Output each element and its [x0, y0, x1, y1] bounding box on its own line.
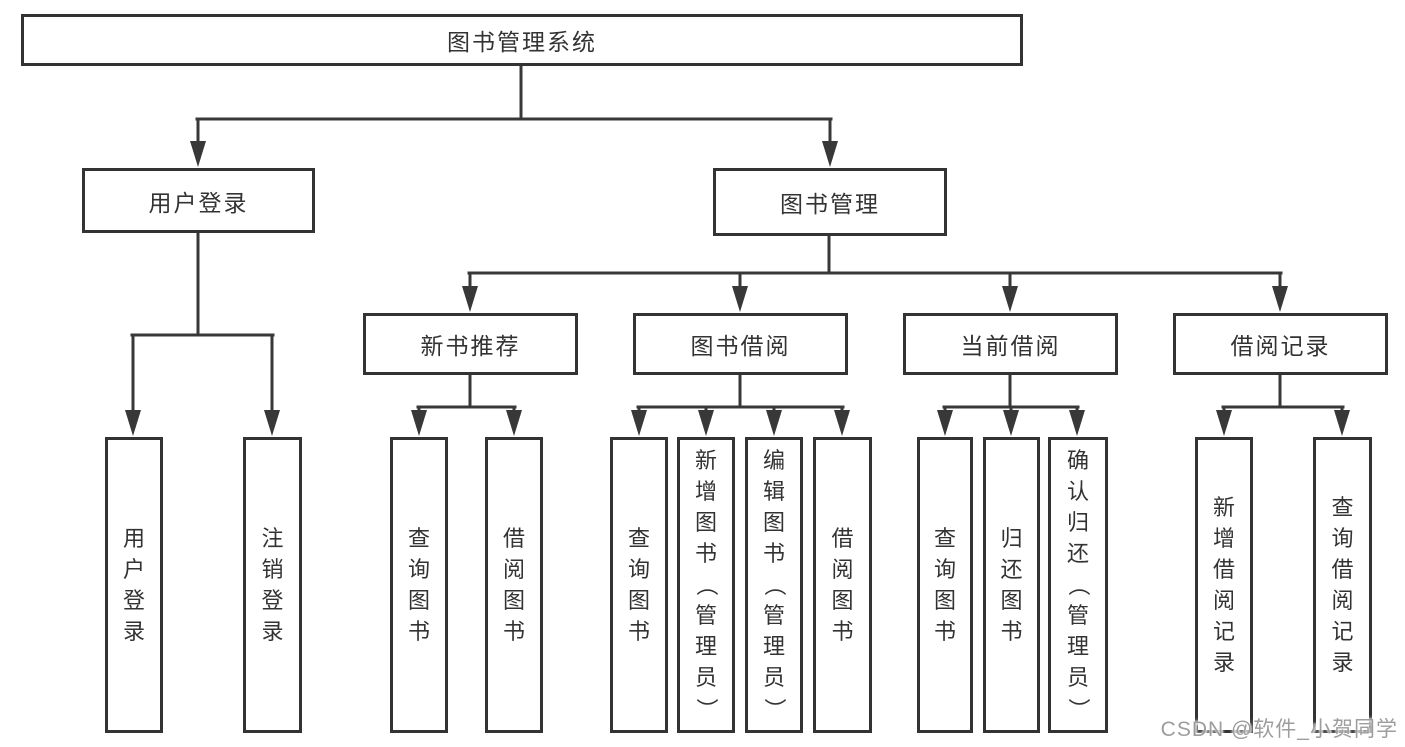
connector-arrowhead [766, 410, 782, 436]
leaf-cur-query-books-label: 查询图书 [933, 525, 956, 644]
connector-arrowhead [1069, 410, 1085, 436]
leaf-bw-edit-books-admin: 编辑图书（管理员） [745, 437, 803, 733]
leaf-logout-label: 注销登录 [261, 525, 284, 644]
connector-arrowhead [1334, 410, 1350, 436]
node-borrow-records-label: 借阅记录 [1230, 333, 1331, 359]
leaf-user-login-label: 用户登录 [122, 525, 145, 644]
node-book-borrow-label: 图书借阅 [690, 333, 791, 359]
connector-arrowhead [631, 410, 647, 436]
connector-arrowhead [1216, 410, 1232, 436]
node-book-management-label: 图书管理 [780, 191, 880, 217]
node-root: 图书管理系统 [21, 14, 1023, 66]
node-book-borrow: 图书借阅 [633, 313, 848, 375]
leaf-bw-add-books-admin-label: 新增图书（管理员） [693, 448, 719, 721]
leaf-nb-borrow-books: 借阅图书 [485, 437, 543, 733]
leaf-nb-query-books-label: 查询图书 [407, 525, 430, 644]
leaf-rec-query-record: 查询借阅记录 [1313, 437, 1372, 733]
connector-arrowhead [462, 286, 478, 312]
connector-arrowhead [1003, 410, 1019, 436]
connector-arrowhead [937, 410, 953, 436]
watermark: CSDN @软件_小贺同学 [1160, 718, 1398, 741]
node-current-borrow: 当前借阅 [903, 313, 1118, 375]
leaf-rec-add-record: 新增借阅记录 [1195, 437, 1253, 733]
connector-arrowhead [1272, 286, 1288, 312]
node-borrow-records: 借阅记录 [1173, 313, 1388, 375]
node-book-management: 图书管理 [713, 168, 947, 236]
leaf-cur-confirm-return-admin: 确认归还（管理员） [1048, 437, 1108, 733]
connector-arrowhead [1002, 286, 1018, 312]
leaf-rec-query-record-label: 查询借阅记录 [1331, 494, 1354, 675]
leaf-cur-query-books: 查询图书 [917, 437, 973, 733]
node-user-login-label: 用户登录 [148, 189, 249, 216]
leaf-cur-confirm-return-admin-label: 确认归还（管理员） [1065, 448, 1091, 721]
connector-arrowhead [190, 141, 206, 167]
node-new-book-recommend: 新书推荐 [363, 313, 578, 375]
leaf-logout: 注销登录 [243, 437, 302, 733]
leaf-bw-query-books: 查询图书 [610, 437, 668, 733]
leaf-cur-return-books-label: 归还图书 [1000, 525, 1023, 644]
connector-arrowhead [822, 141, 838, 167]
connector-arrowhead [506, 410, 522, 436]
leaf-cur-return-books: 归还图书 [983, 437, 1040, 733]
node-current-borrow-label: 当前借阅 [960, 333, 1061, 359]
leaf-bw-query-books-label: 查询图书 [627, 525, 650, 644]
node-user-login: 用户登录 [82, 168, 315, 233]
connector-arrowhead [834, 410, 850, 436]
connector-arrowhead [732, 286, 748, 312]
node-root-label: 图书管理系统 [447, 29, 597, 55]
connector-arrowhead [411, 410, 427, 436]
connector-arrowhead [125, 410, 141, 436]
node-new-book-recommend-label: 新书推荐 [420, 333, 521, 359]
connector-arrowhead [264, 410, 280, 436]
leaf-nb-query-books: 查询图书 [390, 437, 448, 733]
leaf-bw-borrow-books-label: 借阅图书 [831, 525, 854, 644]
leaf-user-login: 用户登录 [105, 437, 163, 733]
leaf-nb-borrow-books-label: 借阅图书 [502, 525, 525, 644]
leaf-bw-edit-books-admin-label: 编辑图书（管理员） [761, 448, 787, 721]
arrowheads [125, 141, 1350, 436]
connector-arrowhead [698, 410, 714, 436]
leaf-bw-add-books-admin: 新增图书（管理员） [677, 437, 735, 733]
leaf-bw-borrow-books: 借阅图书 [813, 437, 872, 733]
leaf-rec-add-record-label: 新增借阅记录 [1212, 494, 1235, 675]
